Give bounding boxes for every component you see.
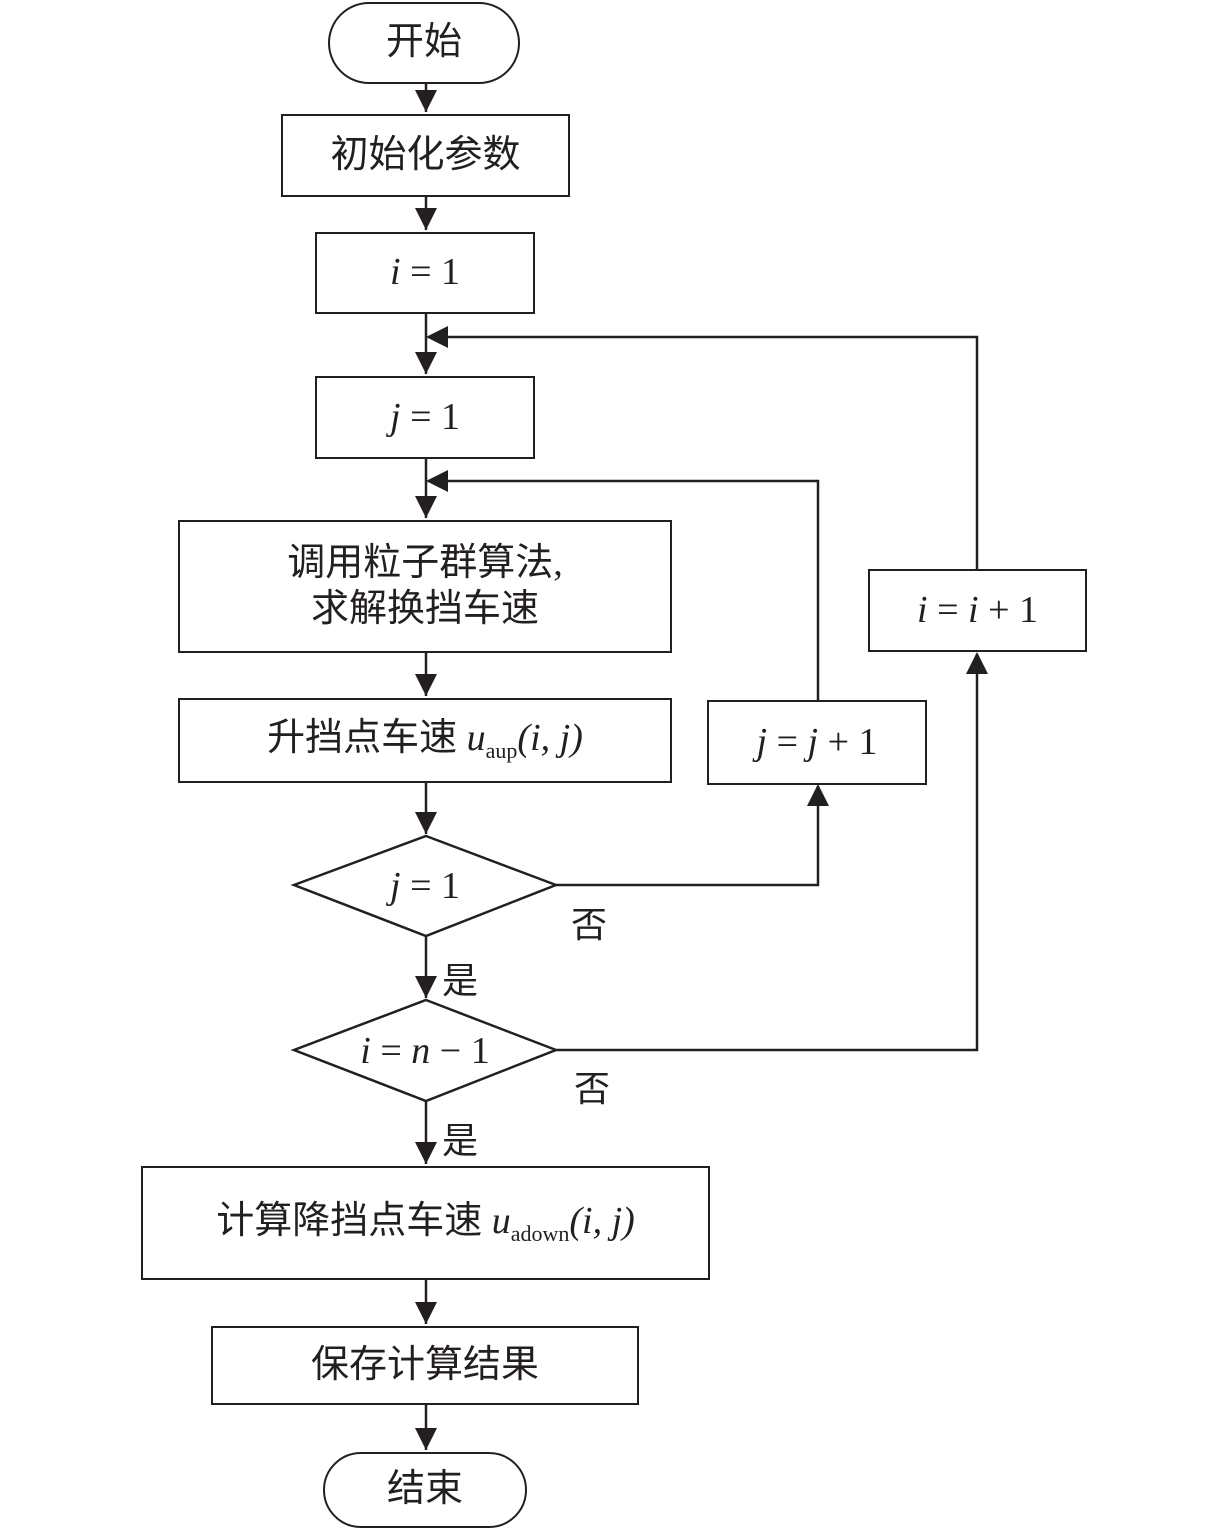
j-inc-label: j = j + 1 xyxy=(756,720,878,763)
loop-i-back xyxy=(428,335,979,569)
i-inc-label: i = i + 1 xyxy=(917,588,1038,631)
no-label-i: 否 xyxy=(574,1069,611,1109)
pso-line-1: 调用粒子群算法, xyxy=(287,541,563,584)
init-params-box: 初始化参数 xyxy=(281,114,570,197)
start-terminal: 开始 xyxy=(328,2,520,84)
yes-label-j: 是 xyxy=(442,961,479,1001)
j-init-box: j = 1 xyxy=(315,376,535,459)
save-results-box: 保存计算结果 xyxy=(211,1326,639,1405)
no-label-j: 否 xyxy=(571,905,608,945)
i-init-box: i = 1 xyxy=(315,232,535,314)
loop-i-no xyxy=(556,654,979,1052)
upshift-label: 升挡点车速 uaup(i, j) xyxy=(267,717,583,764)
init-label: 初始化参数 xyxy=(330,133,521,176)
downshift-label: 计算降挡点车速 uadown(i, j) xyxy=(216,1199,635,1246)
save-label: 保存计算结果 xyxy=(310,1343,539,1386)
decision-j-text: j = 1 xyxy=(390,865,460,907)
loop-j-back xyxy=(428,479,820,700)
yes-label-i: 是 xyxy=(442,1121,479,1161)
i-increment-box: i = i + 1 xyxy=(868,569,1087,652)
upshift-box: 升挡点车速 uaup(i, j) xyxy=(178,698,672,783)
j-init-label: j = 1 xyxy=(390,395,460,438)
start-label: 开始 xyxy=(385,21,462,64)
pso-line-2: 求解换挡车速 xyxy=(310,587,539,630)
end-label: 结束 xyxy=(386,1468,463,1511)
j-increment-box: j = j + 1 xyxy=(707,700,927,785)
decision-j xyxy=(290,834,560,938)
decision-i xyxy=(290,998,560,1103)
end-terminal: 结束 xyxy=(323,1452,527,1528)
pso-box: 调用粒子群算法, 求解换挡车速 xyxy=(178,520,672,653)
i-init-label: i = 1 xyxy=(390,251,460,294)
loop-j-no xyxy=(556,786,820,887)
downshift-box: 计算降挡点车速 uadown(i, j) xyxy=(141,1166,710,1280)
decision-i-text: i = n − 1 xyxy=(360,1029,490,1072)
